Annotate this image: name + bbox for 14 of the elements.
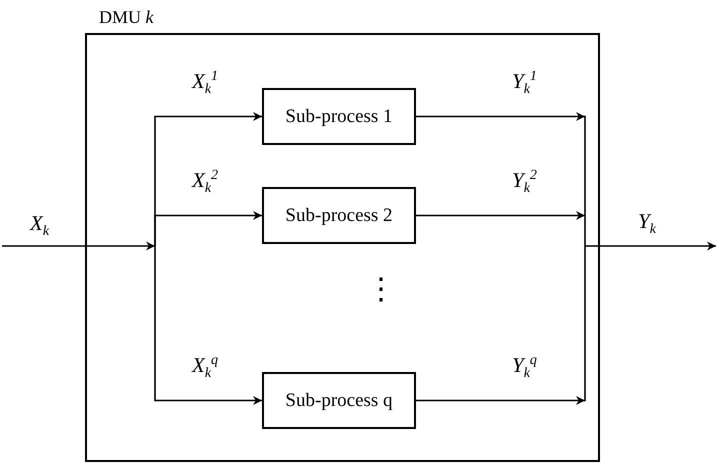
input-label: X$_{k}$ <box>28 212 50 240</box>
arrow <box>2 242 155 250</box>
output-label: Y$_{k}$ <box>637 210 657 238</box>
box-title: DMU k <box>99 7 154 28</box>
arrow <box>585 242 716 250</box>
process-box: Sub-process 1 <box>262 88 416 145</box>
vertical-ellipsis: ⋮ <box>366 275 396 305</box>
process-box: Sub-process q <box>262 372 416 429</box>
arrow <box>416 211 585 220</box>
process-box: Sub-process 2 <box>262 187 416 244</box>
arrow <box>416 112 585 121</box>
arrow <box>154 246 262 405</box>
arrow <box>416 396 585 405</box>
arrow <box>154 211 262 246</box>
